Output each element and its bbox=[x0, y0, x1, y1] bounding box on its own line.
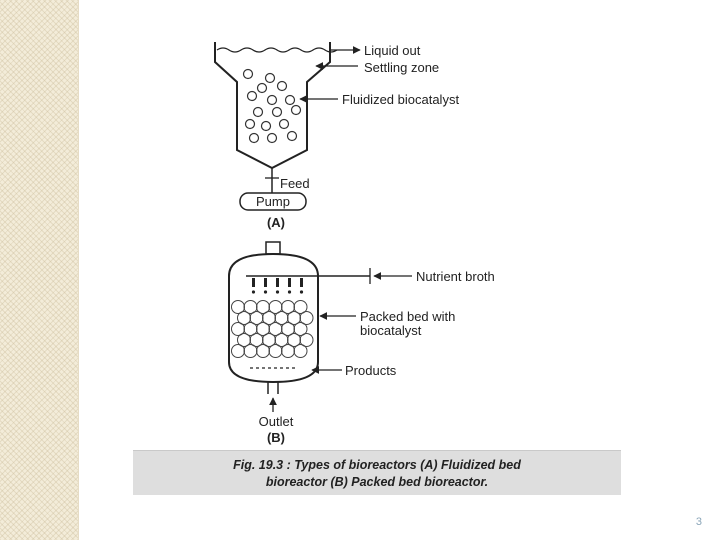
packed-bed-sphere bbox=[293, 322, 308, 336]
fluidized-particles bbox=[242, 68, 302, 144]
packed-bed-vessel bbox=[228, 252, 319, 384]
packed-bed-spheres bbox=[231, 300, 314, 358]
label-settling-zone: Settling zone bbox=[364, 60, 439, 75]
label-fluidized-biocatalyst: Fluidized biocatalyst bbox=[342, 92, 459, 107]
label-packed-bed-line1: Packed bed with bbox=[360, 309, 455, 324]
packed-bed-sphere bbox=[268, 344, 283, 358]
slide-number: 3 bbox=[695, 516, 702, 528]
figure-caption: Fig. 19.3 : Types of bioreactors (A) Flu… bbox=[133, 450, 621, 495]
packed-bed-sphere bbox=[299, 333, 314, 347]
top-nozzle bbox=[265, 241, 281, 255]
liquid-surface bbox=[216, 47, 338, 53]
fluidized-bed-reactor bbox=[214, 42, 361, 211]
label-liquid-out: Liquid out bbox=[364, 43, 421, 58]
spray-nozzles bbox=[251, 278, 304, 294]
packed-bed-sphere bbox=[293, 344, 308, 358]
label-feed: Feed bbox=[280, 176, 310, 191]
label-products: Products bbox=[345, 363, 397, 378]
label-packed-bed-line2: biocatalyst bbox=[360, 323, 422, 338]
label-pump: Pump bbox=[256, 194, 290, 209]
packed-bed-sphere bbox=[243, 344, 258, 358]
caption-line-2: bioreactor (B) Packed bed bioreactor. bbox=[265, 475, 489, 489]
packed-bed-sphere bbox=[299, 311, 314, 325]
decorative-side-band bbox=[0, 0, 79, 540]
packed-bed-sphere bbox=[293, 300, 308, 314]
packed-bed-sphere bbox=[281, 344, 295, 358]
packed-bed-sphere bbox=[256, 344, 270, 358]
label-outlet: Outlet bbox=[259, 414, 294, 429]
panel-label-a: (A) bbox=[267, 215, 285, 230]
panel-label-b: (B) bbox=[267, 430, 285, 445]
packed-bed-sphere bbox=[231, 344, 245, 358]
packed-bed-reactor bbox=[228, 241, 412, 412]
pump-box bbox=[239, 192, 307, 211]
caption-line-1: Fig. 19.3 : Types of bioreactors (A) Flu… bbox=[233, 458, 521, 472]
label-nutrient-broth: Nutrient broth bbox=[416, 269, 495, 284]
